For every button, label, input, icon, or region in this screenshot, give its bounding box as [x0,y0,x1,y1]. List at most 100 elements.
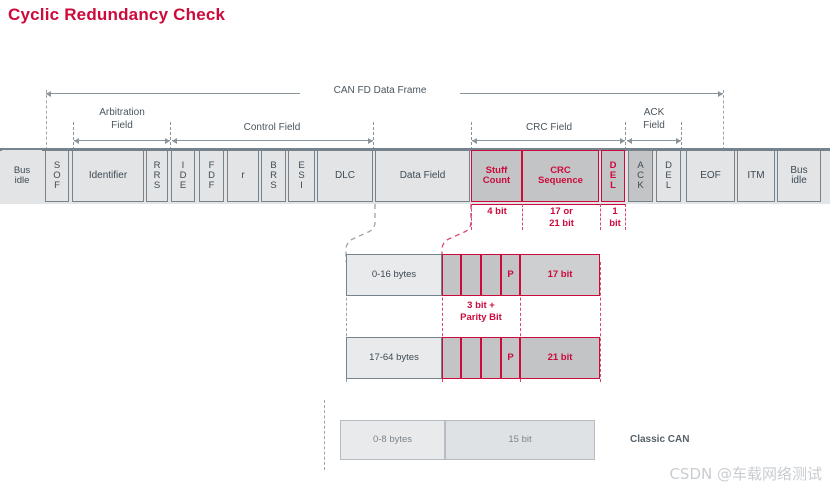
frame-cell-stuff-count: Stuff Count [471,150,522,202]
guide-ctrl-end [373,122,374,150]
crc17-data-cell: 0-16 bytes [346,254,442,296]
guide-crc-start [471,122,472,150]
csdn-watermark: CSDN @车载网络测试 [669,465,822,483]
ack-l3: K [637,180,644,192]
control-field-arrow [172,137,373,144]
frame-cell-crc-sequence: CRC Sequence [522,150,599,202]
frame-cell-bus-idle-right: Bus idle [777,150,821,202]
ack-l2: C [637,169,644,181]
bus-idle-left-line2: idle [14,175,30,186]
frame-cell-eof: EOF [686,150,735,202]
crc-sequence-bit-label: 17 or 21 bit [523,206,600,230]
ack-field-label-line2: Field [643,119,665,131]
ack-del-l2: E [665,169,672,181]
frame-cell-crc-delimiter: D E L [601,150,625,202]
guide-exp-left [442,262,443,382]
crc-field-label: CRC Field [525,122,573,133]
guide-ack-end [681,122,682,150]
frame-cell-identifier: Identifier [72,150,144,202]
arbitration-field-label-line1: Arbitration [99,107,145,118]
ack-del-l1: D [665,159,672,171]
crc17-parity-cell: P [501,254,520,296]
frame-cell-brs: B R S [261,150,286,202]
crc17-stuff-cell-2 [461,254,481,296]
esi-l3: I [300,180,303,192]
guide-crc-end [625,122,626,150]
frame-cell-esi: E S I [288,150,315,202]
brs-l2: R [270,169,277,181]
frame-cell-ack: A C K [628,150,653,202]
guide-frame-end [723,90,724,150]
page-title: Cyclic Redundancy Check [8,5,226,24]
guide-bit-stuff-end [522,204,523,230]
frame-cell-rrs: R R S [146,150,168,202]
crc-del-l1: D [609,159,617,171]
ide-l1: I [181,159,185,171]
classic-can-data-cell: 0-8 bytes [340,420,445,460]
arbitration-field-label: Arbitration Field [72,107,172,132]
frame-cell-itm: ITM [737,150,775,202]
crc17-crc-cell: 17 bit [520,254,600,296]
guide-bit-crc-end [600,204,601,230]
crc21-crc-cell: 21 bit [520,337,600,379]
del-bit-l1: 1 [612,206,618,217]
frame-cell-sof: S O F [45,150,69,202]
fdf-l3: F [208,180,215,192]
crc-del-l2: E [609,169,617,181]
guide-arb-end [170,122,171,150]
ack-del-l3: L [665,180,672,192]
ack-field-arrow [627,137,681,144]
guide-exp-right [600,262,601,382]
frame-cell-bus-idle-left: Bus idle [2,150,42,202]
frame-cell-ide: I D E [171,150,195,202]
del-bit-l2: bit [609,217,621,229]
rrs-l1: R [153,159,161,171]
crc17-stuff-cell-1 [442,254,461,296]
sof-l3: F [54,180,60,192]
brs-l1: B [270,159,277,171]
arbitration-field-arrow [74,137,170,144]
frame-cell-ack-delimiter: D E L [656,150,681,202]
guide-exp-mid [520,262,521,382]
crc21-stuff-cell-2 [461,337,481,379]
rrs-l3: S [153,180,161,192]
delimiter-bit-label: 1 bit [601,206,629,230]
esi-l1: E [298,159,305,171]
crc-sequence-l1: CRC [550,165,571,177]
bus-idle-right-line2: idle [791,175,807,186]
frame-cell-fdf: F D F [199,150,224,202]
fdf-l1: F [208,159,215,171]
sof-l2: O [53,169,61,181]
ack-field-label-line1: ACK [643,107,665,118]
stuff-count-l2: Count [482,175,511,186]
frame-cell-dlc: DLC [317,150,373,202]
crc21-stuff-cell-1 [442,337,461,379]
classic-can-caption: Classic CAN [630,434,690,445]
crc21-stuff-cell-3 [481,337,501,379]
guide-arb-start [73,122,74,150]
ide-l2: D [179,169,187,181]
crc-bitspan-rule [471,204,625,206]
frame-band-rule [0,148,830,151]
guide-classic-left [324,400,325,470]
bus-idle-left-line1: Bus [13,165,31,177]
guide-exp-data-left [346,262,347,382]
crc17-stuff-cell-3 [481,254,501,296]
bus-idle-right-line1: Bus [790,164,808,176]
fdf-l2: D [208,169,215,181]
crc-bit-l2: 21 bit [549,217,574,229]
stuff-count-bit-label: 4 bit [487,206,507,217]
parity-label-l1: 3 bit + [467,300,495,311]
parity-label-l2: Parity Bit [460,311,502,323]
parity-bit-label: 3 bit + Parity Bit [442,300,520,324]
stuff-count-l1: Stuff [485,165,508,177]
crc-sequence-l2: Sequence [538,175,583,186]
ack-field-label: ACK Field [604,107,704,132]
crc-del-l3: L [610,180,616,192]
arbitration-field-label-line2: Field [111,119,133,131]
ack-l1: A [637,159,644,171]
crc21-data-cell: 17-64 bytes [346,337,442,379]
can-fd-frame-label: CAN FD Data Frame [300,85,460,98]
frame-cell-data-field: Data Field [375,150,470,202]
